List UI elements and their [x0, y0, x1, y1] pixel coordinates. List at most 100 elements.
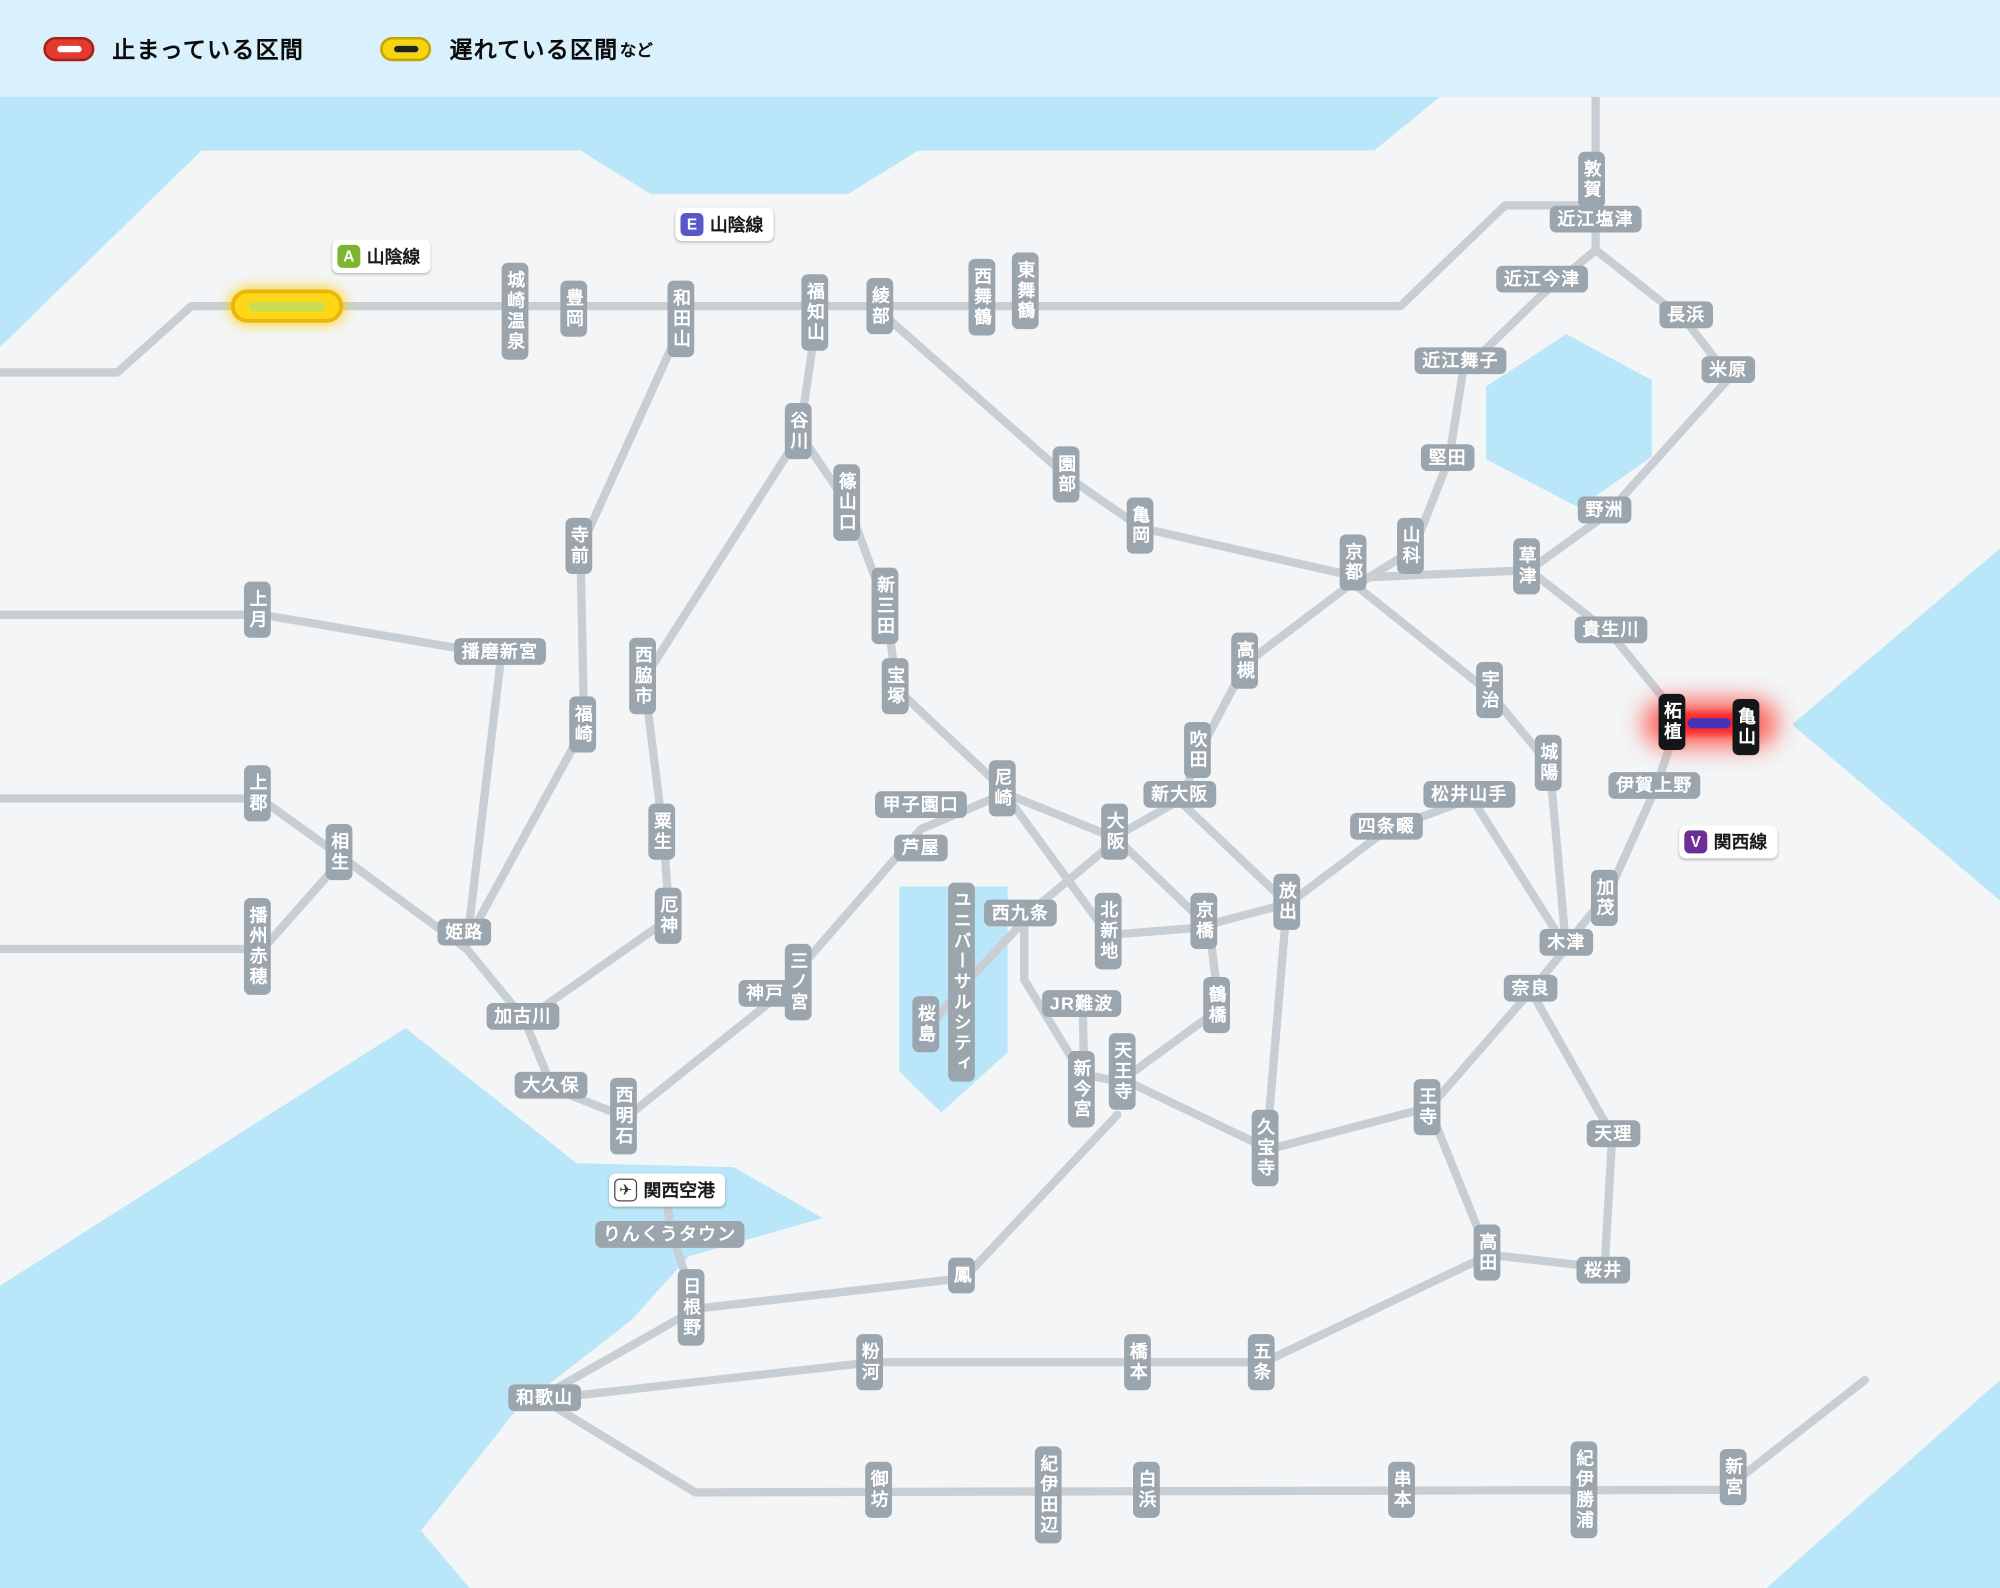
station-label: 串本 [1388, 1461, 1416, 1518]
station-label: 山科 [1397, 517, 1425, 574]
station-label: 白浜 [1133, 1461, 1161, 1518]
station-label: 谷川 [784, 403, 813, 460]
water-polygon [580, 150, 919, 194]
station-label: 亀岡 [1126, 497, 1154, 554]
delayed-section-line [248, 301, 326, 311]
rail-line-hanwa [544, 1110, 1122, 1398]
rail-line-kinokuni [544, 1375, 1869, 1497]
station-label: 野洲 [1577, 496, 1632, 524]
line-badge-label: 山陰線 [366, 246, 421, 267]
station-label: 福崎 [569, 696, 597, 753]
station-label: 和歌山 [508, 1384, 581, 1412]
water-polygon [1766, 1380, 2000, 1588]
station-label: 紀伊田辺 [1034, 1446, 1063, 1544]
station-label: 西明石 [610, 1077, 638, 1155]
station-label: 福知山 [801, 274, 829, 351]
station-label: 新三田 [871, 567, 899, 645]
station-label: 吹田 [1184, 721, 1212, 779]
rail-line-sagano [878, 309, 1361, 581]
delayed-legend-icon [380, 36, 432, 61]
stopped-legend-icon [43, 36, 95, 61]
station-label: 綾部 [866, 278, 894, 335]
station-label: 姫路 [437, 918, 492, 947]
station-label: 尼崎 [988, 760, 1017, 817]
station-label: 東舞鶴 [1011, 252, 1040, 330]
legend-bar: 止まっている区間 遅れている区間 など [0, 0, 2000, 97]
station-label: 京都 [1339, 534, 1367, 591]
station-label: 桜島 [912, 996, 940, 1053]
station-label: 新大阪 [1143, 781, 1217, 809]
station-label: りんくうタウン [595, 1221, 745, 1249]
station-label: 豊岡 [560, 280, 588, 337]
station-label: 播磨新宮 [454, 638, 546, 666]
station-label: 日根野 [677, 1269, 705, 1346]
delayed-legend-dash [393, 45, 419, 52]
rail-line-bantan [462, 324, 684, 946]
station-label: 紀伊勝浦 [1570, 1441, 1598, 1539]
station-label: 篠山口 [833, 464, 861, 541]
station-label: 宇治 [1476, 661, 1504, 719]
station-label: 敦賀 [1578, 151, 1606, 208]
station-label: 久宝寺 [1251, 1109, 1279, 1187]
stopped-section-line [1687, 718, 1731, 729]
rail-line-biwako [1351, 373, 1734, 582]
station-label: 城崎温泉 [501, 262, 529, 360]
station-label: 近江塩津 [1549, 205, 1642, 234]
station-label: 西脇市 [629, 637, 657, 715]
station-label: 甲子園口 [874, 791, 967, 819]
station-label: 木津 [1539, 928, 1594, 957]
station-label: 御坊 [865, 1461, 893, 1518]
land-polygon [1371, 95, 2000, 154]
station-label: 西舞鶴 [968, 258, 996, 336]
station-label: 宝塚 [881, 658, 910, 715]
station-label: 粉河 [856, 1334, 884, 1391]
station-label: 和田山 [667, 280, 695, 358]
station-label: 大久保 [514, 1071, 588, 1100]
station-label: 粟生 [648, 803, 676, 860]
station-label: 松井山手 [1423, 781, 1516, 809]
station-label: 天理 [1586, 1120, 1641, 1148]
station-label: 四条畷 [1350, 812, 1423, 841]
rail-line-sanin-west [0, 301, 1038, 377]
station-label: 園部 [1052, 446, 1080, 503]
station-label: 柘植 [1658, 693, 1686, 750]
line-letter-icon: E [680, 213, 704, 236]
station-label: 厄神 [654, 887, 683, 944]
station-label: 高田 [1473, 1224, 1501, 1281]
rail-line-kansai-east [1564, 735, 1677, 946]
station-label: 五条 [1247, 1334, 1276, 1391]
station-label: 加古川 [486, 1002, 560, 1031]
station-label: 堅田 [1420, 444, 1475, 472]
station-label: 近江舞子 [1414, 347, 1507, 375]
station-label: 播州赤穂 [244, 897, 272, 995]
station-label: 橋本 [1124, 1334, 1152, 1391]
station-label: 加茂 [1590, 869, 1619, 927]
delayed-legend-label: 遅れている区間 [449, 36, 619, 63]
station-label: 桜井 [1576, 1256, 1631, 1285]
station-label: 米原 [1701, 356, 1756, 384]
station-label: 高槻 [1231, 632, 1259, 689]
station-label: 鳳 [948, 1257, 976, 1294]
water-polygon [0, 1028, 823, 1588]
station-label: 芦屋 [894, 834, 948, 862]
line-badge-label: 山陰線 [709, 214, 764, 235]
station-label: 上月 [244, 581, 272, 638]
rail-line-kishin [0, 610, 506, 949]
station-label: 長浜 [1659, 301, 1714, 329]
station-label: 相生 [325, 823, 353, 881]
rail-line-nara-line [1351, 581, 1570, 941]
water-polygon [1792, 548, 2000, 901]
station-label: 北新地 [1094, 892, 1123, 970]
station-label: 近江今津 [1496, 265, 1589, 293]
station-label: JR難波 [1042, 990, 1122, 1018]
delayed-section-indicator [230, 289, 344, 323]
station-label: 鶴橋 [1203, 977, 1231, 1034]
station-label: 新宮 [1719, 1448, 1748, 1506]
